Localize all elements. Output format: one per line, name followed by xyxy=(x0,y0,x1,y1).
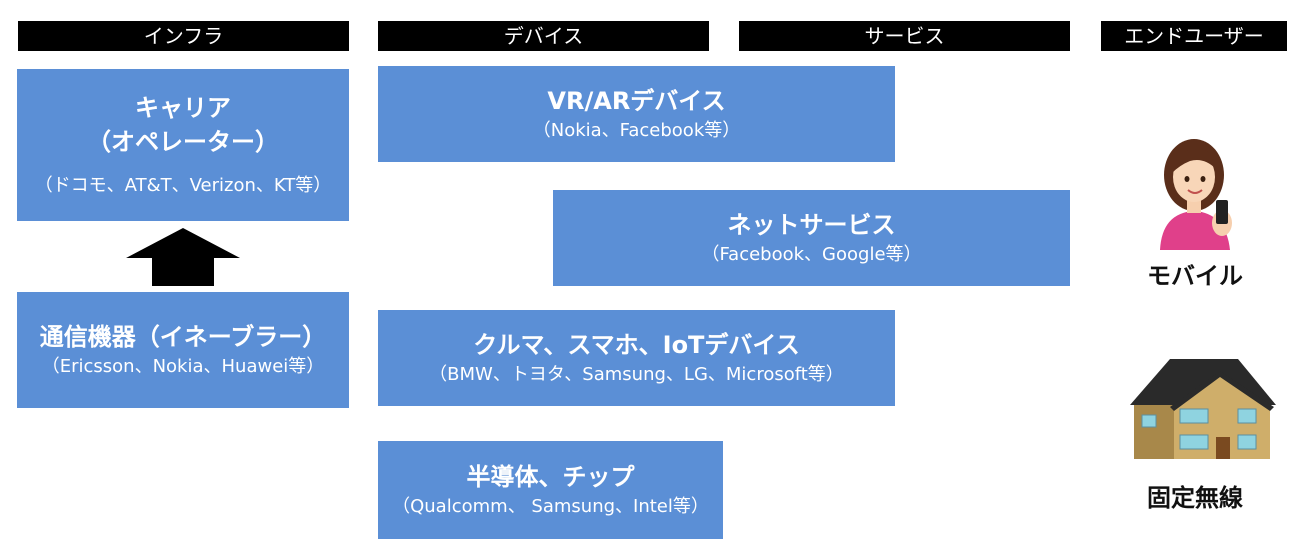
iot-subtitle: （BMW、トヨタ、Samsung、LG、Microsoft等） xyxy=(429,364,844,385)
header-infra: インフラ xyxy=(18,21,349,51)
enabler-subtitle: （Ericsson、Nokia、Huawei等） xyxy=(41,356,325,377)
iot-device-box: クルマ、スマホ、IoTデバイス （BMW、トヨタ、Samsung、LG、Micr… xyxy=(378,310,895,406)
fixed-wireless-label: 固定無線 xyxy=(1147,484,1243,512)
header-device: デバイス xyxy=(378,21,709,51)
carrier-title-line1: キャリア xyxy=(135,94,231,122)
net-service-title: ネットサービス xyxy=(727,211,896,239)
vrar-device-box: VR/ARデバイス （Nokia、Facebook等） xyxy=(378,66,895,162)
house-icon xyxy=(1130,359,1276,459)
up-arrow-icon xyxy=(126,228,240,286)
net-service-box: ネットサービス （Facebook、Google等） xyxy=(553,190,1070,286)
header-service: サービス xyxy=(739,21,1070,51)
enabler-box: 通信機器（イネーブラー） （Ericsson、Nokia、Huawei等） xyxy=(17,292,349,408)
vrar-subtitle: （Nokia、Facebook等） xyxy=(532,120,741,141)
iot-title: クルマ、スマホ、IoTデバイス xyxy=(473,331,800,359)
chip-box: 半導体、チップ （Qualcomm、 Samsung、Intel等） xyxy=(378,441,723,539)
enabler-title: 通信機器（イネーブラー） xyxy=(39,323,327,351)
mobile-user-icon xyxy=(1160,139,1232,250)
vrar-title: VR/ARデバイス xyxy=(547,87,726,115)
net-service-subtitle: （Facebook、Google等） xyxy=(701,244,922,265)
mobile-label: モバイル xyxy=(1147,262,1243,290)
header-enduser: エンドユーザー xyxy=(1101,21,1287,51)
carrier-title-line2: （オペレーター） xyxy=(87,128,279,156)
carrier-box: キャリア （オペレーター） （ドコモ、AT&T、Verizon、KT等） xyxy=(17,69,349,221)
carrier-subtitle: （ドコモ、AT&T、Verizon、KT等） xyxy=(34,175,332,196)
chip-title: 半導体、チップ xyxy=(466,463,635,491)
chip-subtitle: （Qualcomm、 Samsung、Intel等） xyxy=(392,496,709,517)
